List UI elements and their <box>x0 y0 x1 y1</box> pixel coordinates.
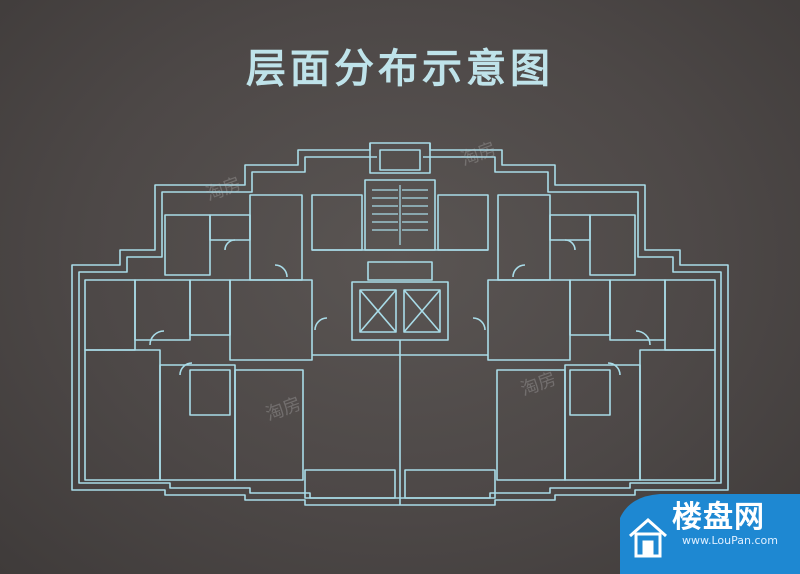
logo-name: 楼盘网 <box>672 500 765 535</box>
outline-right-inner <box>400 156 722 499</box>
diagram-title: 层面分布示意图 <box>246 45 554 92</box>
house-logo-icon <box>629 517 667 558</box>
core-top <box>369 142 431 174</box>
site-logo: 楼盘网 www.LouPan.com <box>620 488 800 574</box>
outline-left-inner <box>78 156 400 499</box>
outline-left <box>71 143 400 506</box>
stair-icon <box>372 185 428 245</box>
outline-right <box>400 143 729 506</box>
logo-url: www.LouPan.com <box>682 534 778 547</box>
elevator-icon <box>351 281 449 341</box>
